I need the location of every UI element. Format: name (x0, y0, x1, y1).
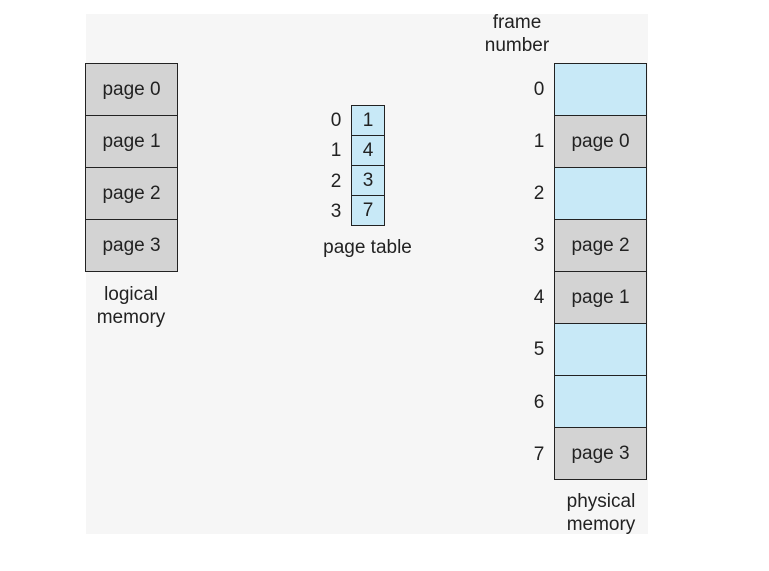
logical-page-1: page 1 (85, 115, 178, 168)
physical-frame-6 (554, 375, 647, 428)
physical-memory: page 0 page 2 page 1 page 3 (554, 63, 647, 480)
physical-frame-2 (554, 167, 647, 220)
physical-frame-1: page 0 (554, 115, 647, 168)
page-table-entry-2: 3 (351, 165, 385, 196)
page-table-index-1: 1 (330, 140, 342, 161)
physical-memory-label-line1: physical (566, 491, 636, 512)
physical-frame-3: page 2 (554, 219, 647, 272)
logical-page-3: page 3 (85, 219, 178, 272)
frame-number-3: 3 (533, 235, 545, 256)
frame-number-2: 2 (533, 183, 545, 204)
frame-number-header-line2: number (484, 35, 550, 56)
page-table-label: page table (323, 237, 412, 258)
logical-memory-label-line2: memory (96, 307, 166, 328)
physical-frame-4: page 1 (554, 271, 647, 324)
physical-memory-label-line2: memory (566, 514, 636, 535)
frame-number-7: 7 (533, 444, 545, 465)
logical-page-2: page 2 (85, 167, 178, 220)
logical-memory: page 0 page 1 page 2 page 3 (85, 63, 178, 272)
frame-number-header-line1: frame (492, 12, 542, 33)
frame-number-6: 6 (533, 392, 545, 413)
page-table-entry-1: 4 (351, 135, 385, 166)
frame-number-0: 0 (533, 79, 545, 100)
page-table-index-2: 2 (330, 171, 342, 192)
page-table-entry-0: 1 (351, 105, 385, 136)
page-table-index-0: 0 (330, 110, 342, 131)
physical-frame-0 (554, 63, 647, 116)
logical-memory-label-line1: logical (104, 284, 158, 305)
frame-number-4: 4 (533, 287, 545, 308)
logical-page-0: page 0 (85, 63, 178, 116)
physical-frame-5 (554, 323, 647, 376)
frame-number-5: 5 (533, 339, 545, 360)
page-table-index-3: 3 (330, 201, 342, 222)
page-table: 1 4 3 7 (351, 105, 385, 226)
page-table-entry-3: 7 (351, 195, 385, 226)
frame-number-1: 1 (533, 131, 545, 152)
physical-frame-7: page 3 (554, 427, 647, 480)
